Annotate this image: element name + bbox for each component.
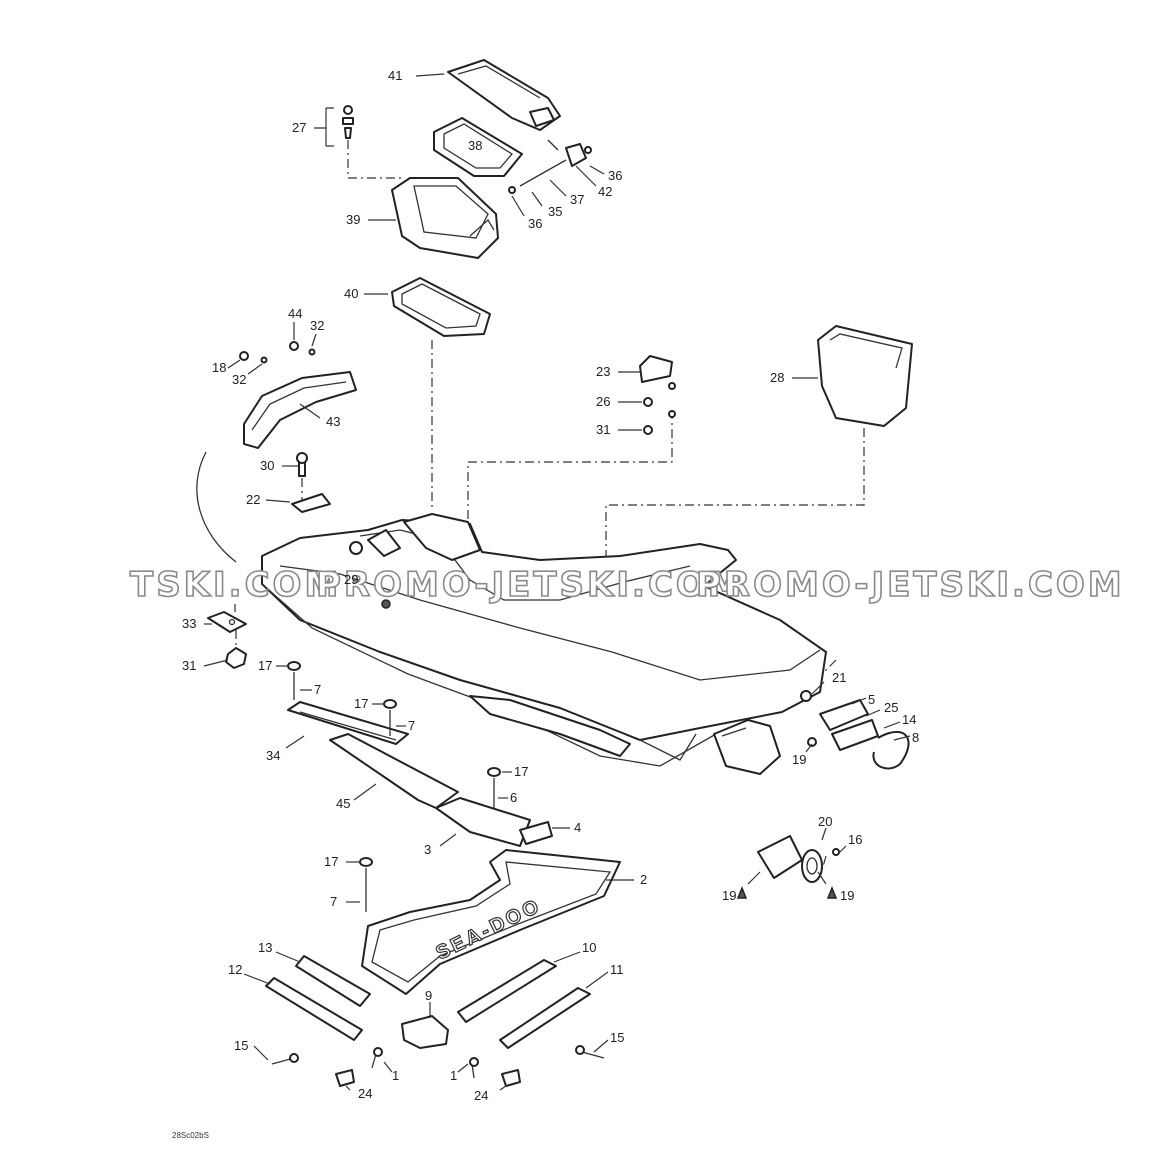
callout-label: 31 — [596, 422, 610, 437]
bow-cap-9 — [401, 1015, 449, 1049]
callout-label: 19 — [792, 752, 806, 767]
storage-cover-41 — [447, 59, 561, 131]
callout-label: 42 — [598, 184, 612, 199]
callout-label: 17 — [324, 854, 338, 869]
callout-label: 21 — [832, 670, 846, 685]
callout-label: 29 — [344, 572, 358, 587]
bin-gasket-40 — [391, 277, 491, 337]
callout-label: 23 — [596, 364, 610, 379]
rail-12-13 — [265, 955, 371, 1041]
callout-label: 10 — [582, 940, 596, 955]
callout-label: 35 — [548, 204, 562, 219]
diagram-code: 28Sc02bS — [172, 1131, 209, 1140]
callout-label: 39 — [346, 212, 360, 227]
callout-label: 25 — [884, 700, 898, 715]
callout-label: 44 — [288, 306, 302, 321]
pad-45 — [329, 733, 459, 809]
callouts: 41 27 38 36 42 37 35 36 39 40 44 32 18 3… — [182, 68, 919, 1103]
callout-label: 16 — [848, 832, 862, 847]
callout-label: 19 — [840, 888, 854, 903]
hull-body — [261, 513, 827, 775]
bracket-23-26-31 — [639, 355, 676, 435]
callout-label: 1 — [450, 1068, 457, 1083]
callout-label: 6 — [510, 790, 517, 805]
pad-3-4 — [435, 797, 553, 847]
callout-label: 34 — [266, 748, 280, 763]
callout-label: 38 — [468, 138, 482, 153]
callout-label: 30 — [260, 458, 274, 473]
glove-box-28 — [817, 325, 913, 427]
callout-label: 45 — [336, 796, 350, 811]
callout-label: 1 — [392, 1068, 399, 1083]
callout-label: 17 — [258, 658, 272, 673]
callout-label: 14 — [902, 712, 916, 727]
watermark-left: TSKI.COM — [130, 565, 341, 605]
callout-label: 8 — [912, 730, 919, 745]
grab-handle-43 — [239, 341, 357, 449]
callout-label: 2 — [640, 872, 647, 887]
callout-label: 15 — [234, 1038, 248, 1053]
fastener-stack-27 — [342, 105, 354, 139]
callout-label: 32 — [232, 372, 246, 387]
callout-label: 17 — [354, 696, 368, 711]
callout-label: 32 — [310, 318, 324, 333]
callout-label: 17 — [514, 764, 528, 779]
rear-bracket-5-8-14-25 — [800, 690, 910, 770]
handle-arc-arrow — [196, 451, 237, 563]
callout-label: 33 — [182, 616, 196, 631]
callout-label: 26 — [596, 394, 610, 409]
cover-gasket-38 — [433, 117, 523, 177]
plate-33 — [207, 611, 247, 669]
mat-2: SEA-DOO — [361, 849, 621, 995]
callout-label: 40 — [344, 286, 358, 301]
pad-34 — [287, 701, 409, 745]
rivets-1-15-24 — [271, 1045, 605, 1087]
latch-group-35-37-42 — [508, 139, 592, 194]
callout-label: 24 — [358, 1086, 372, 1101]
callout-label: 5 — [868, 692, 875, 707]
callout-label: 43 — [326, 414, 340, 429]
callout-label: 31 — [182, 658, 196, 673]
callout-label: 37 — [570, 192, 584, 207]
callout-label: 7 — [330, 894, 337, 909]
watermark: TSKI.COM PROMO-JETSKI.COM PROMO-JETSKI.C… — [129, 564, 1125, 606]
callout-label: 36 — [528, 216, 542, 231]
watermark-right: PROMO-JETSKI.COM — [696, 565, 1125, 605]
rail-10-11 — [457, 959, 591, 1049]
callout-label: 36 — [608, 168, 622, 183]
callout-label: 27 — [292, 120, 306, 135]
callout-label: 12 — [228, 962, 242, 977]
storage-bin-39 — [391, 177, 499, 259]
callout-label: 28 — [770, 370, 784, 385]
callout-label: 4 — [574, 820, 581, 835]
callout-label: 7 — [408, 718, 415, 733]
watermark-middle: PROMO-JETSKI.COM — [316, 565, 745, 605]
callout-label: 3 — [424, 842, 431, 857]
callout-label: 20 — [818, 814, 832, 829]
callout-label: 24 — [474, 1088, 488, 1103]
callout-label: 11 — [610, 962, 624, 977]
callout-label: 15 — [610, 1030, 624, 1045]
callout-label: 41 — [388, 68, 402, 83]
callout-label: 13 — [258, 940, 272, 955]
callout-label: 19 — [722, 888, 736, 903]
callout-label: 7 — [314, 682, 321, 697]
bracket-22-30 — [291, 452, 331, 513]
callout-label: 22 — [246, 492, 260, 507]
fasteners-17-7-6 — [287, 661, 501, 912]
fitting-20 — [736, 835, 840, 899]
callout-label: 18 — [212, 360, 226, 375]
callout-label: 9 — [425, 988, 432, 1003]
